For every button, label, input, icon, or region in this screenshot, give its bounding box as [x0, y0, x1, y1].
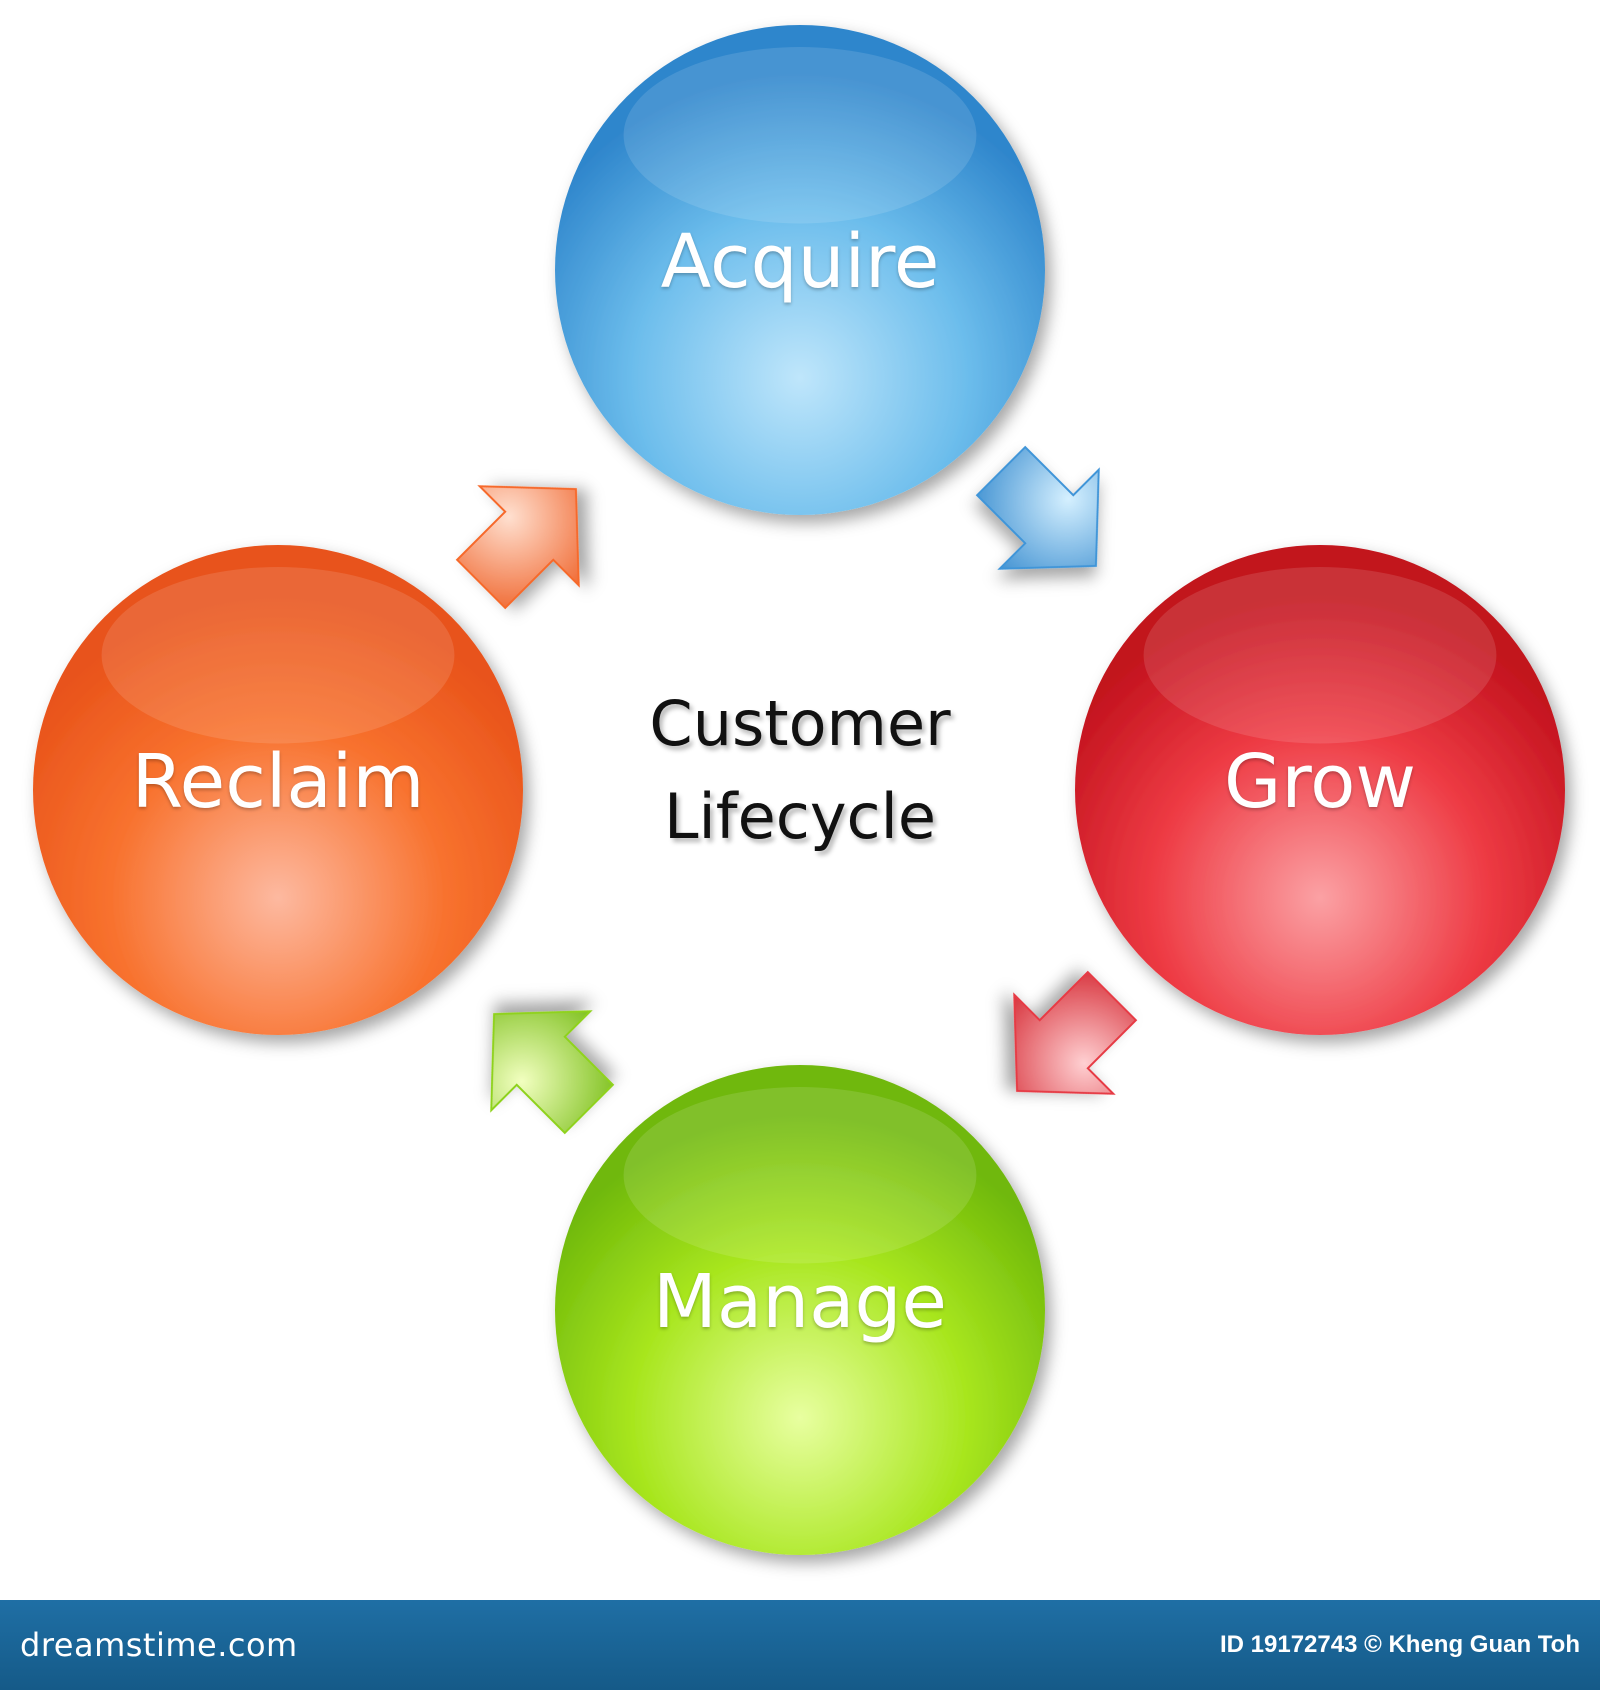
node-circle-reclaim: [33, 545, 523, 1035]
node-manage: [555, 1065, 1045, 1555]
node-circle-acquire: [555, 25, 1045, 515]
node-highlight-acquire: [623, 47, 977, 224]
footer-bar: dreamstime.com ID 19172743 © Kheng Guan …: [0, 1600, 1600, 1690]
node-grow: [1075, 545, 1565, 1035]
arrow-reclaim-to-acquire: [455, 485, 580, 610]
node-highlight-manage: [623, 1087, 977, 1264]
center-title-line2: Lifecycle: [664, 780, 936, 853]
node-highlight-reclaim: [101, 567, 455, 744]
arrows-layer: [455, 445, 1138, 1135]
node-circle-manage: [555, 1065, 1045, 1555]
node-circle-grow: [1075, 545, 1565, 1035]
node-acquire: [555, 25, 1045, 515]
arrow-acquire-to-grow: [975, 445, 1100, 570]
node-reclaim: [33, 545, 523, 1035]
footer-credit: ID 19172743 © Kheng Guan Toh: [1220, 1631, 1580, 1658]
node-label-grow: Grow: [1224, 739, 1416, 825]
nodes-layer: [33, 25, 1565, 1555]
center-title-line1: Customer: [649, 687, 951, 760]
arrow-manage-to-reclaim: [490, 1010, 615, 1135]
node-label-acquire: Acquire: [660, 219, 940, 305]
arrow-grow-to-manage: [1013, 970, 1138, 1095]
diagram-canvas: [33, 25, 1565, 1555]
node-highlight-grow: [1143, 567, 1497, 744]
footer-site-logo: dreamstime.com: [20, 1626, 298, 1664]
node-label-manage: Manage: [653, 1259, 947, 1345]
center-title: Customer Lifecycle: [649, 677, 950, 863]
customer-lifecycle-diagram: Acquire Grow Manage Reclaim Customer Lif…: [33, 25, 1565, 1555]
node-label-reclaim: Reclaim: [131, 739, 425, 825]
